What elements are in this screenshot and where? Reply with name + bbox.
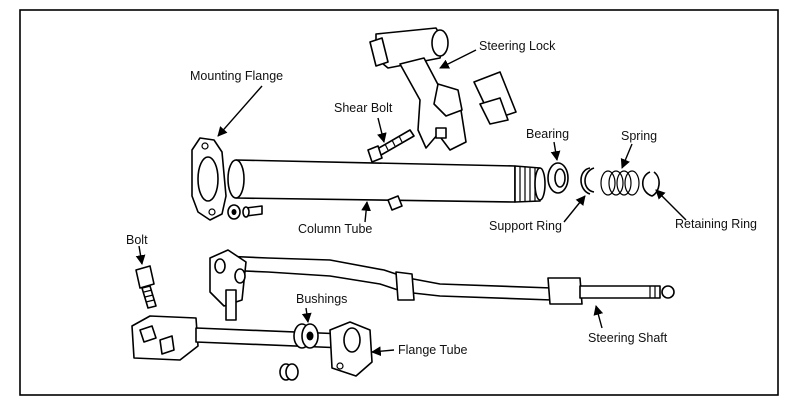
bearing-label: Bearing — [526, 127, 570, 141]
shear-bolt-label: Shear Bolt — [334, 101, 393, 115]
shear-bolt-part — [367, 129, 415, 211]
support-ring-label: Support Ring — [489, 219, 562, 233]
flange-tube-leader — [371, 346, 395, 357]
bearing-leader — [550, 141, 561, 161]
flange-tube-label: Flange Tube — [398, 343, 468, 357]
mounting-flange-part — [191, 137, 227, 221]
steering-lock-part — [369, 27, 467, 151]
steering-lock-leader — [439, 49, 477, 69]
retaining-ring-part — [641, 171, 660, 197]
support-ring-part — [580, 167, 595, 195]
diagram-border — [19, 9, 779, 396]
bushings-label: Bushings — [296, 292, 348, 306]
spring-part — [600, 170, 640, 196]
steering-shaft-part — [221, 255, 675, 305]
flange-washer-bolt — [227, 204, 263, 220]
steering-shaft-yoke-part — [209, 249, 247, 321]
steering-lock-label: Steering Lock — [479, 39, 556, 53]
flange-tube-part — [131, 315, 373, 377]
column-tube-leader — [361, 201, 371, 223]
mounting-flange-label: Mounting Flange — [190, 69, 284, 83]
retaining-ring-label: Retaining Ring — [675, 217, 757, 231]
bolt-label: Bolt — [126, 233, 148, 247]
column-tube-label: Column Tube — [298, 222, 373, 236]
bushings-part — [279, 323, 319, 381]
bushings-leader — [301, 307, 312, 323]
spring-leader — [620, 143, 633, 169]
mounting-flange-leader — [217, 85, 263, 137]
shear-bolt-leader — [377, 117, 387, 143]
bearing-part — [547, 162, 569, 194]
steering-shaft-leader — [593, 305, 604, 329]
bolt-part — [135, 265, 157, 309]
column-tube-part — [227, 159, 546, 203]
retaining-ring-leader — [655, 189, 687, 221]
support-ring-leader — [563, 195, 586, 223]
bolt-leader — [135, 245, 146, 265]
steering-lock-cover-part — [473, 71, 517, 125]
steering-shaft-label: Steering Shaft — [588, 331, 668, 345]
spring-label: Spring — [621, 129, 658, 143]
